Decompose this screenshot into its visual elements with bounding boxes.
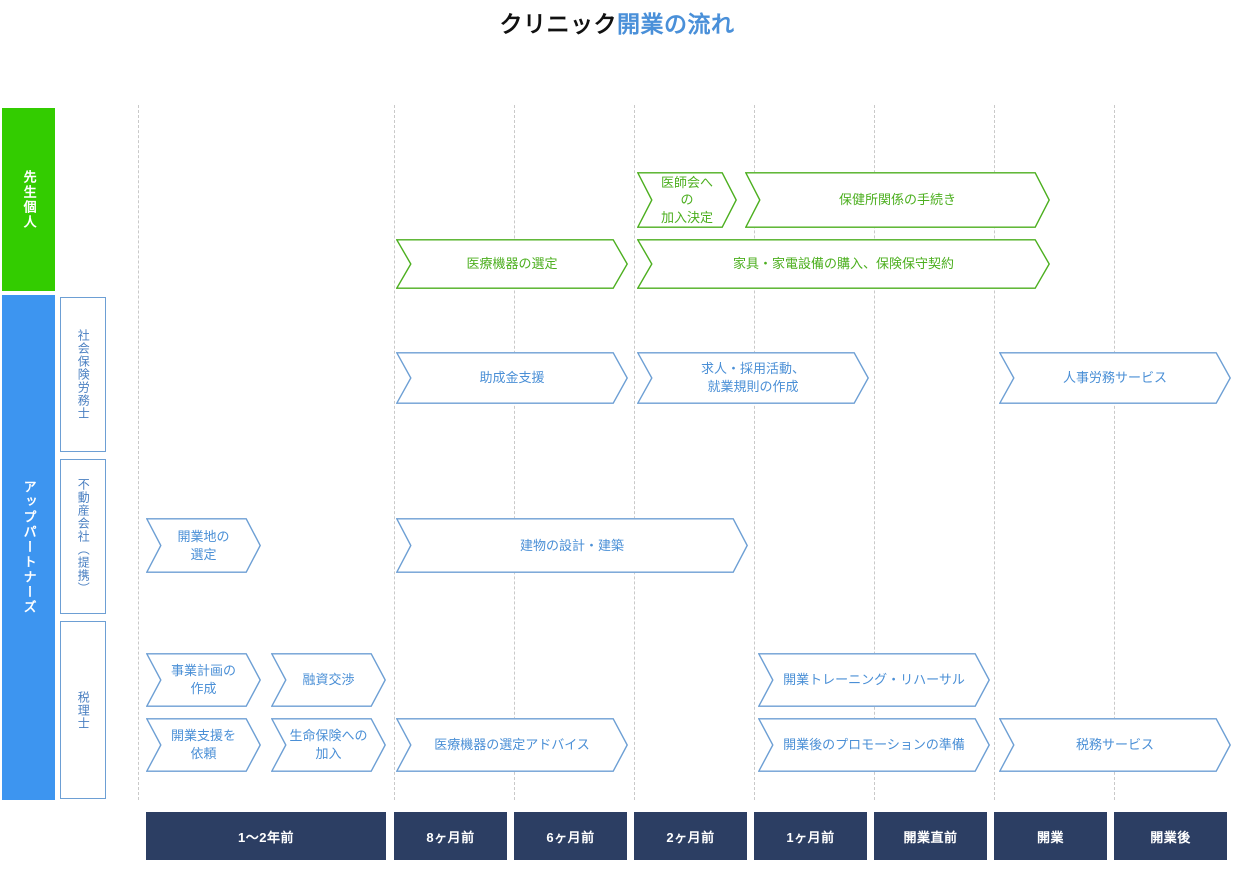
chevron-shape-icon: [146, 518, 261, 573]
task-jigyou-keikaku[interactable]: 事業計画の 作成: [146, 653, 261, 707]
task-zeimu[interactable]: 税務サービス: [999, 718, 1231, 772]
task-label: 融資交渉: [302, 672, 355, 688]
task-label: 開業トレーニング・リハーサル: [783, 672, 965, 688]
timeline-bar-label: 8ヶ月前: [426, 829, 475, 845]
timeline-bar-label: 開業後: [1150, 829, 1191, 845]
chevron-shape-icon: [271, 653, 386, 707]
task-jinji-roumu[interactable]: 人事労務サービス: [999, 352, 1231, 404]
task-label: 開業支援を 依頼: [170, 728, 236, 761]
timeline-bar-1-2y[interactable]: 1〜2年前: [146, 812, 386, 860]
gridline-4: [754, 105, 755, 800]
subrail-zeirishi-label: 税理士: [76, 690, 91, 730]
task-yuushi[interactable]: 融資交渉: [271, 653, 386, 707]
timeline-bar-after-open[interactable]: 開業後: [1114, 812, 1227, 860]
task-label: 保健所関係の手続き: [838, 192, 956, 208]
gridline-0: [138, 105, 139, 800]
subrail-fudosan: 不動産会社（提携）: [60, 459, 106, 614]
timeline-bar-2m[interactable]: 2ヶ月前: [634, 812, 747, 860]
chevron-shape-icon: [396, 518, 748, 573]
task-kiki-sentei[interactable]: 医療機器の選定: [396, 239, 628, 289]
chevron-shape-icon: [396, 239, 628, 289]
task-label: 医療機器の選定: [466, 256, 558, 272]
chevron-shape-icon: [396, 352, 628, 404]
task-training[interactable]: 開業トレーニング・リハーサル: [758, 653, 990, 707]
task-ishikai[interactable]: 医師会への 加入決定: [637, 172, 737, 228]
task-label: 税務サービス: [1075, 737, 1154, 753]
chevron-shape-icon: [758, 718, 990, 772]
task-label: 医療機器の選定アドバイス: [434, 737, 590, 753]
page-title-accent: 開業の流れ: [617, 11, 735, 37]
subrail-fudosan-label: 不動産会社（提携）: [76, 478, 91, 595]
page-title-primary: クリニック: [499, 11, 617, 37]
task-seimei-hoken[interactable]: 生命保険への 加入: [271, 718, 386, 772]
rail-doctor: 先生個人: [2, 108, 55, 291]
task-joseikin[interactable]: 助成金支援: [396, 352, 628, 404]
chevron-shape-icon: [758, 653, 990, 707]
task-label: 求人・採用活動、 就業規則の作成: [700, 361, 805, 394]
timeline-bar-open[interactable]: 開業: [994, 812, 1107, 860]
subrail-zeirishi: 税理士: [60, 621, 106, 799]
task-hokenjo[interactable]: 保健所関係の手続き: [745, 172, 1050, 228]
chevron-shape-icon: [999, 352, 1231, 404]
chevron-shape-icon: [999, 718, 1231, 772]
timeline-bar-1m[interactable]: 1ヶ月前: [754, 812, 867, 860]
task-label: 人事労務サービス: [1062, 370, 1167, 386]
task-label: 建物の設計・建築: [519, 537, 624, 553]
timeline-bar-just-before[interactable]: 開業直前: [874, 812, 987, 860]
task-kagu-kaden[interactable]: 家具・家電設備の購入、保険保守契約: [637, 239, 1050, 289]
page-title: クリニック開業の流れ: [0, 5, 1234, 39]
chevron-shape-icon: [271, 718, 386, 772]
timeline-bar-label: 開業: [1036, 829, 1064, 845]
task-kaigyou-shien[interactable]: 開業支援を 依頼: [146, 718, 261, 772]
chevron-shape-icon: [637, 172, 737, 228]
task-label: 助成金支援: [479, 370, 545, 386]
chevron-shape-icon: [745, 172, 1050, 228]
timeline-bar-label: 1ヶ月前: [786, 829, 835, 845]
task-tatemono[interactable]: 建物の設計・建築: [396, 518, 748, 573]
timeline-bar-label: 6ヶ月前: [546, 829, 595, 845]
gridline-6: [994, 105, 995, 800]
timeline-bar-label: 2ヶ月前: [666, 829, 715, 845]
task-kaigyouchi[interactable]: 開業地の 選定: [146, 518, 261, 573]
subrail-sharoushi-label: 社会保険労務士: [76, 329, 91, 420]
chevron-shape-icon: [396, 718, 628, 772]
rail-partner-label: アップパートナーズ: [21, 480, 37, 615]
chevron-shape-icon: [146, 718, 261, 772]
task-label: 医師会への 加入決定: [660, 174, 713, 225]
task-label: 家具・家電設備の購入、保険保守契約: [732, 256, 954, 272]
subrail-sharoushi: 社会保険労務士: [60, 297, 106, 452]
rail-doctor-label: 先生個人: [21, 169, 37, 230]
gridline-1: [394, 105, 395, 800]
task-label: 生命保険への 加入: [289, 728, 368, 761]
chevron-shape-icon: [637, 352, 869, 404]
timeline-bar-label: 開業直前: [903, 829, 958, 845]
task-kiki-advice[interactable]: 医療機器の選定アドバイス: [396, 718, 628, 772]
timeline-bar-8m[interactable]: 8ヶ月前: [394, 812, 507, 860]
timeline-bar-6m[interactable]: 6ヶ月前: [514, 812, 627, 860]
rail-partner: アップパートナーズ: [2, 295, 55, 800]
task-promotion[interactable]: 開業後のプロモーションの準備: [758, 718, 990, 772]
gridline-2: [514, 105, 515, 800]
timeline-bar-label: 1〜2年前: [238, 829, 294, 845]
task-label: 開業後のプロモーションの準備: [783, 737, 965, 753]
gridline-5: [874, 105, 875, 800]
task-kyujin[interactable]: 求人・採用活動、 就業規則の作成: [637, 352, 869, 404]
chevron-shape-icon: [637, 239, 1050, 289]
chevron-shape-icon: [146, 653, 261, 707]
gridline-3: [634, 105, 635, 800]
task-label: 事業計画の 作成: [170, 663, 236, 696]
gridline-7: [1114, 105, 1115, 800]
task-label: 開業地の 選定: [177, 528, 230, 562]
